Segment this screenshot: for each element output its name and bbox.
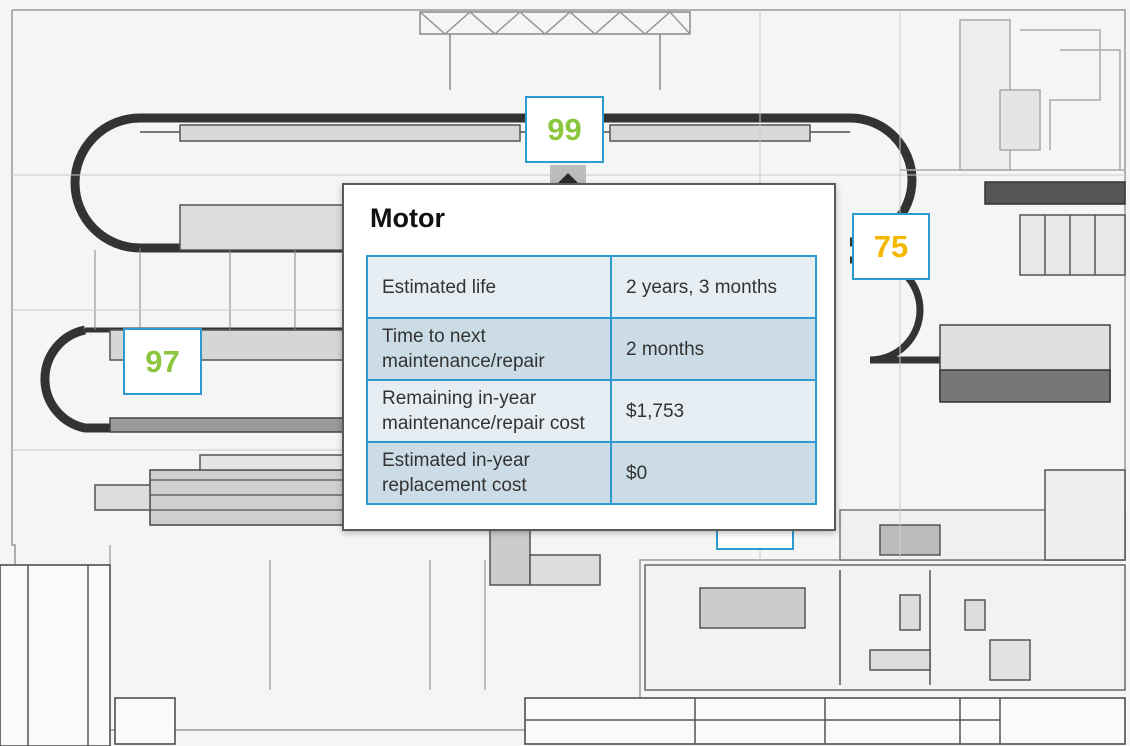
asset-marker-97[interactable]: 97 [123,328,202,395]
row-value: 2 years, 3 months [610,255,817,319]
asset-detail-popup: Motor Estimated life 2 years, 3 months T… [342,183,836,531]
row-value: $1,753 [610,379,817,443]
row-value: $0 [610,441,817,505]
table-row: Remaining in-year maintenance/repair cos… [366,379,817,443]
health-score: 75 [873,228,909,264]
row-label: Remaining in-year maintenance/repair cos… [366,379,612,443]
row-label: Time to next maintenance/repair [366,317,612,381]
row-value: 2 months [610,317,817,381]
health-score: 99 [547,111,582,147]
health-score: 97 [145,343,180,379]
asset-marker-75[interactable]: 75 [852,213,930,280]
table-row: Time to next maintenance/repair 2 months [366,317,817,381]
table-row: Estimated life 2 years, 3 months [366,255,817,319]
popup-pointer-arrow [550,165,586,187]
asset-marker-99[interactable]: 99 [525,96,604,163]
popup-title: Motor [370,203,445,233]
table-row: Estimated in-year replacement cost $0 [366,441,817,505]
row-label: Estimated in-year replacement cost [366,441,612,505]
asset-info-table: Estimated life 2 years, 3 months Time to… [366,255,817,505]
row-label: Estimated life [366,255,612,319]
